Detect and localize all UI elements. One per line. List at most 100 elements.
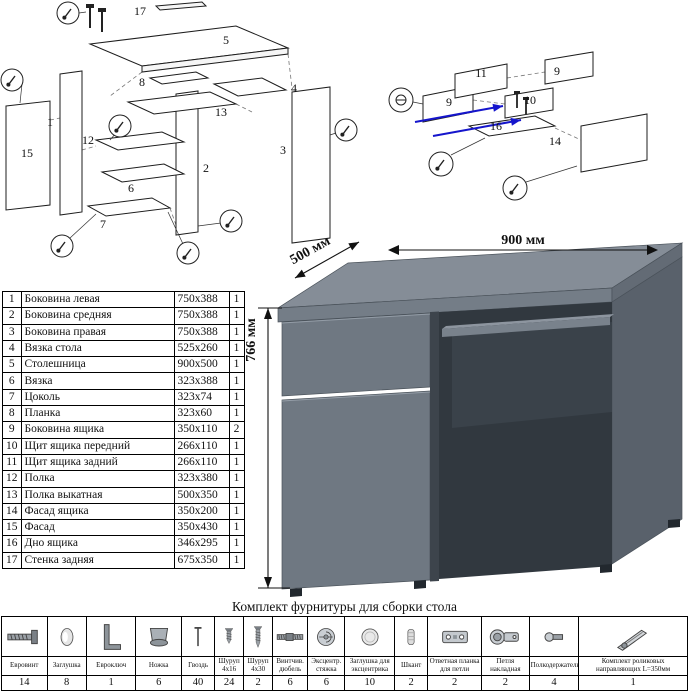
panel-drawer-back (454, 63, 508, 99)
panel-middle-side (175, 90, 199, 236)
hardware-name: Заглушка для эксцентрика (344, 656, 396, 676)
hardware-name: Петля накладная (481, 656, 530, 676)
part-number: 3 (2, 323, 22, 341)
depth-label: 500 мм (288, 234, 334, 268)
part-dims: 525x260 (173, 339, 230, 358)
panel-door-facade (5, 100, 51, 211)
part-qty: 1 (228, 486, 245, 504)
part-name: Щит ящика передний (20, 437, 175, 455)
part-number: 10 (2, 437, 22, 455)
height-dimension: 766 мм (244, 307, 290, 589)
hardware-item (427, 616, 483, 657)
part-dims: 500x350 (173, 486, 230, 504)
door-top-highlight (281, 391, 431, 402)
hardware-name: Шуруп 4x16 (214, 656, 245, 676)
width-dimension: 900 мм (388, 233, 658, 255)
hardware-callouts (388, 87, 578, 201)
part-label-10: 10 (524, 93, 536, 107)
hardware-item (272, 616, 309, 657)
part-dims: 323x74 (173, 388, 230, 407)
part-qty: 1 (228, 372, 245, 390)
hardware-qty: 10 (344, 674, 396, 691)
desk-legs (290, 519, 680, 597)
part-number: 17 (2, 551, 22, 570)
part-name: Вязка (20, 372, 175, 390)
hardware-item (85, 616, 137, 657)
hardware-name: Полкодержатель (528, 656, 580, 676)
part-number: 16 (2, 535, 22, 553)
part-number: 1 (2, 290, 22, 309)
part-label-9a: 9 (446, 95, 452, 109)
hardware-item (528, 616, 580, 657)
hardware-name: Евровинт (1, 656, 48, 676)
part-label-8: 8 (139, 75, 145, 89)
part-label-4: 4 (291, 81, 297, 95)
door-facade (281, 390, 431, 590)
part-dims: 750x388 (173, 307, 230, 325)
alignment-lines (49, 53, 293, 226)
desk-figure: 900 мм 500 мм 766 мм (244, 233, 684, 597)
screw-short-icon (224, 627, 234, 644)
part-number: 5 (2, 356, 22, 374)
desk-opening-back (452, 322, 612, 428)
hardware-name: Комплект роликовых направляющих L=350мм (578, 656, 688, 676)
part-name: Боковина ящика (20, 421, 175, 439)
width-label: 900 мм (501, 233, 545, 248)
hardware-item (135, 616, 182, 657)
part-label-7: 7 (100, 217, 106, 231)
hardware-qty: 40 (180, 674, 216, 691)
part-name: Боковина средняя (20, 307, 175, 325)
part-name: Щит ящика задний (20, 453, 175, 472)
part-dims: 350x110 (173, 421, 230, 439)
hex-key-icon (104, 623, 122, 650)
drawer-top-highlight (281, 313, 431, 324)
part-number: 7 (2, 388, 22, 407)
back-wall-part (86, 1, 208, 32)
part-dims: 346x295 (173, 535, 230, 553)
hardware-kit-table: Евровинт Заглушка Евроключ Ножка Гвоздь … (1, 616, 688, 691)
part-name: Дно ящика (20, 535, 175, 553)
panel-right-side (291, 86, 331, 244)
part-label-9b: 9 (554, 64, 560, 78)
part-label-11: 11 (475, 66, 487, 80)
hardware-icons-row (1, 616, 688, 657)
confirmat-screw-icon (7, 629, 39, 644)
cam-lock-icon (317, 627, 336, 646)
hardware-qty-row: 14 8 1 6 40 24 2 6 6 10 2 2 2 4 1 (1, 674, 688, 691)
hardware-item (578, 616, 688, 657)
drawer-slides-icon (617, 629, 648, 651)
hardware-name: Винтчив. дюбель (272, 656, 309, 676)
part-label-6: 6 (128, 181, 134, 195)
part-number: 4 (2, 339, 22, 358)
panel-tie (100, 163, 186, 183)
keyboard-tray-front (442, 317, 610, 337)
panel-desk-tie (212, 77, 288, 97)
part-name: Боковина правая (20, 323, 175, 341)
panel-rollout-shelf (126, 91, 238, 115)
part-name: Столешница (20, 356, 175, 374)
hinge-icon (490, 628, 520, 645)
hinge-plate-icon (441, 630, 468, 643)
exploded-diagram-main: 17 5 8 4 1 15 2 3 13 12 6 7 (0, 1, 358, 265)
part-dims: 900x500 (173, 356, 230, 374)
part-name: Боковина левая (20, 290, 175, 309)
part-label-14: 14 (549, 134, 561, 148)
hardware-name: Ножка (135, 656, 182, 676)
part-label-15: 15 (21, 146, 33, 160)
panel-shelf (94, 131, 186, 151)
panel-drawer-facade (580, 113, 648, 173)
hardware-name: Заглушка (46, 656, 87, 676)
part-number: 12 (2, 470, 22, 488)
hardware-item (214, 616, 245, 657)
wood-dowel-icon (407, 628, 415, 645)
hardware-name: Ответная планка для петли (427, 656, 483, 676)
part-label-13: 13 (215, 105, 227, 119)
